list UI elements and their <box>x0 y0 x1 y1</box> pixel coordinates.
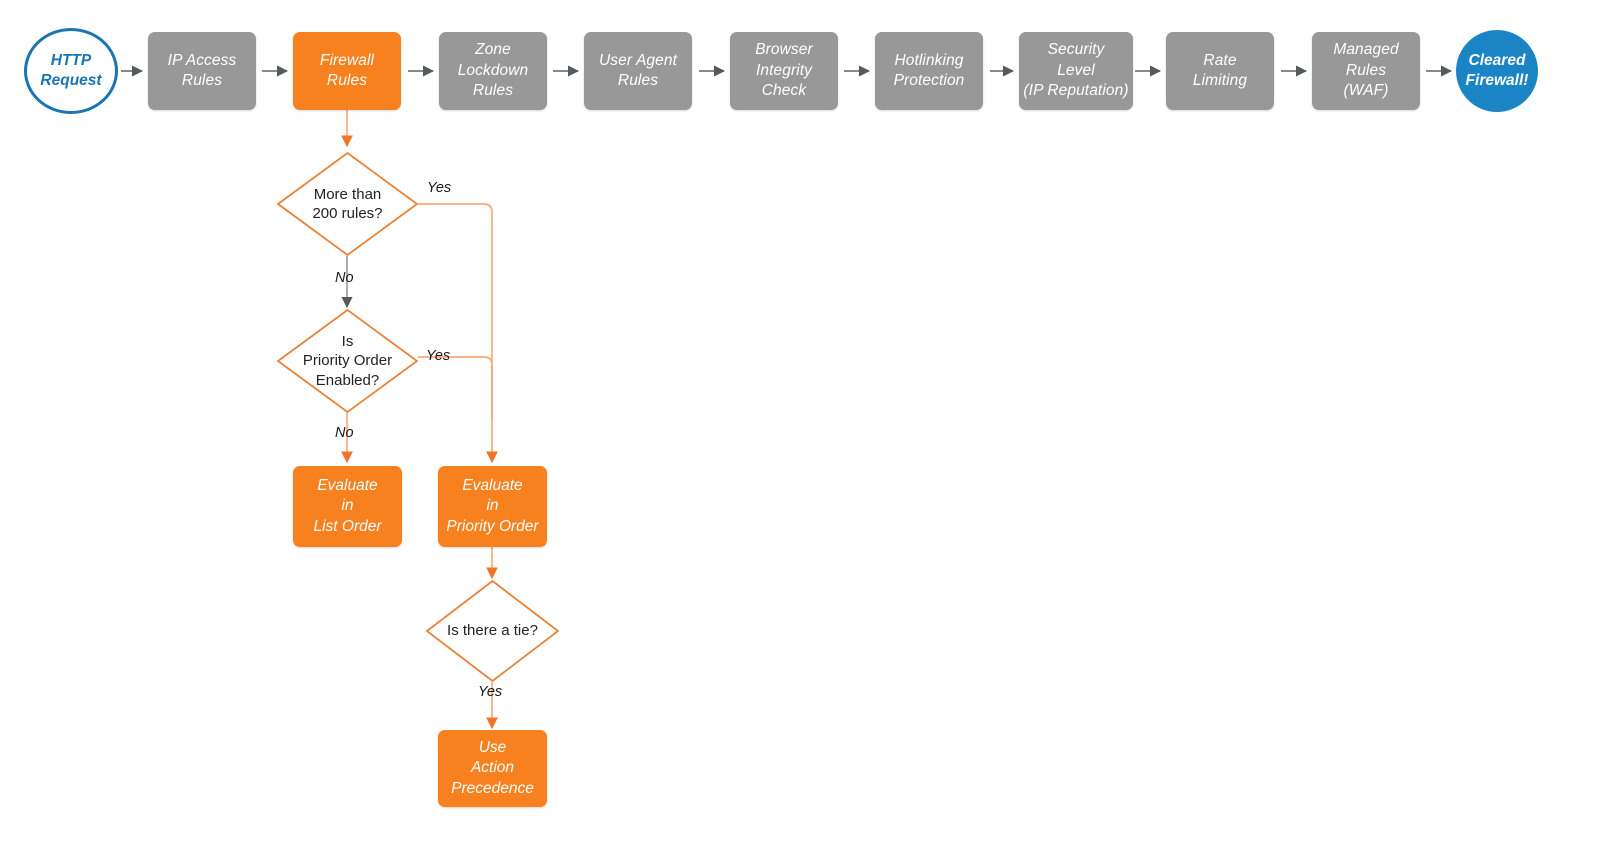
stage-rate-limiting[interactable]: Rate Limiting <box>1166 32 1274 110</box>
decision-label: Is there a tie? <box>447 622 538 640</box>
result-evaluate-in-priority-order[interactable]: Evaluate in Priority Order <box>438 466 547 547</box>
edge-label-no-more-than-200-rules: No <box>335 270 354 286</box>
decision-more-than-200-rules[interactable]: More than 200 rules? <box>277 152 418 256</box>
result-evaluate-in-list-order[interactable]: Evaluate in List Order <box>293 466 402 547</box>
result-use-action-precedence[interactable]: Use Action Precedence <box>438 730 547 807</box>
edge-label-yes-priority-order: Yes <box>426 348 451 364</box>
edge-label-yes-tie: Yes <box>478 684 503 700</box>
stage-security-level-ip-reputation[interactable]: Security Level (IP Reputation) <box>1019 32 1133 110</box>
stage-user-agent-rules[interactable]: User Agent Rules <box>584 32 692 110</box>
stage-zone-lockdown-rules[interactable]: Zone Lockdown Rules <box>439 32 547 110</box>
stage-managed-rules-waf[interactable]: Managed Rules (WAF) <box>1312 32 1420 110</box>
decision-label: Is Priority Order Enabled? <box>302 333 393 389</box>
stage-hotlinking-protection[interactable]: Hotlinking Protection <box>875 32 983 110</box>
stage-ip-access-rules[interactable]: IP Access Rules <box>148 32 256 110</box>
decision-label: More than 200 rules? <box>312 185 383 222</box>
start-node-http-request[interactable]: HTTP Request <box>24 28 118 114</box>
edge-label-no-priority-order: No <box>335 425 354 441</box>
decision-is-priority-order-enabled[interactable]: Is Priority Order Enabled? <box>277 309 418 413</box>
edge-label-yes-more-than-200-rules: Yes <box>427 180 452 196</box>
stage-firewall-rules[interactable]: Firewall Rules <box>293 32 401 110</box>
end-node-cleared-firewall[interactable]: Cleared Firewall! <box>1456 30 1538 112</box>
stage-browser-integrity-check[interactable]: Browser Integrity Check <box>730 32 838 110</box>
decision-is-there-a-tie[interactable]: Is there a tie? <box>426 580 559 682</box>
